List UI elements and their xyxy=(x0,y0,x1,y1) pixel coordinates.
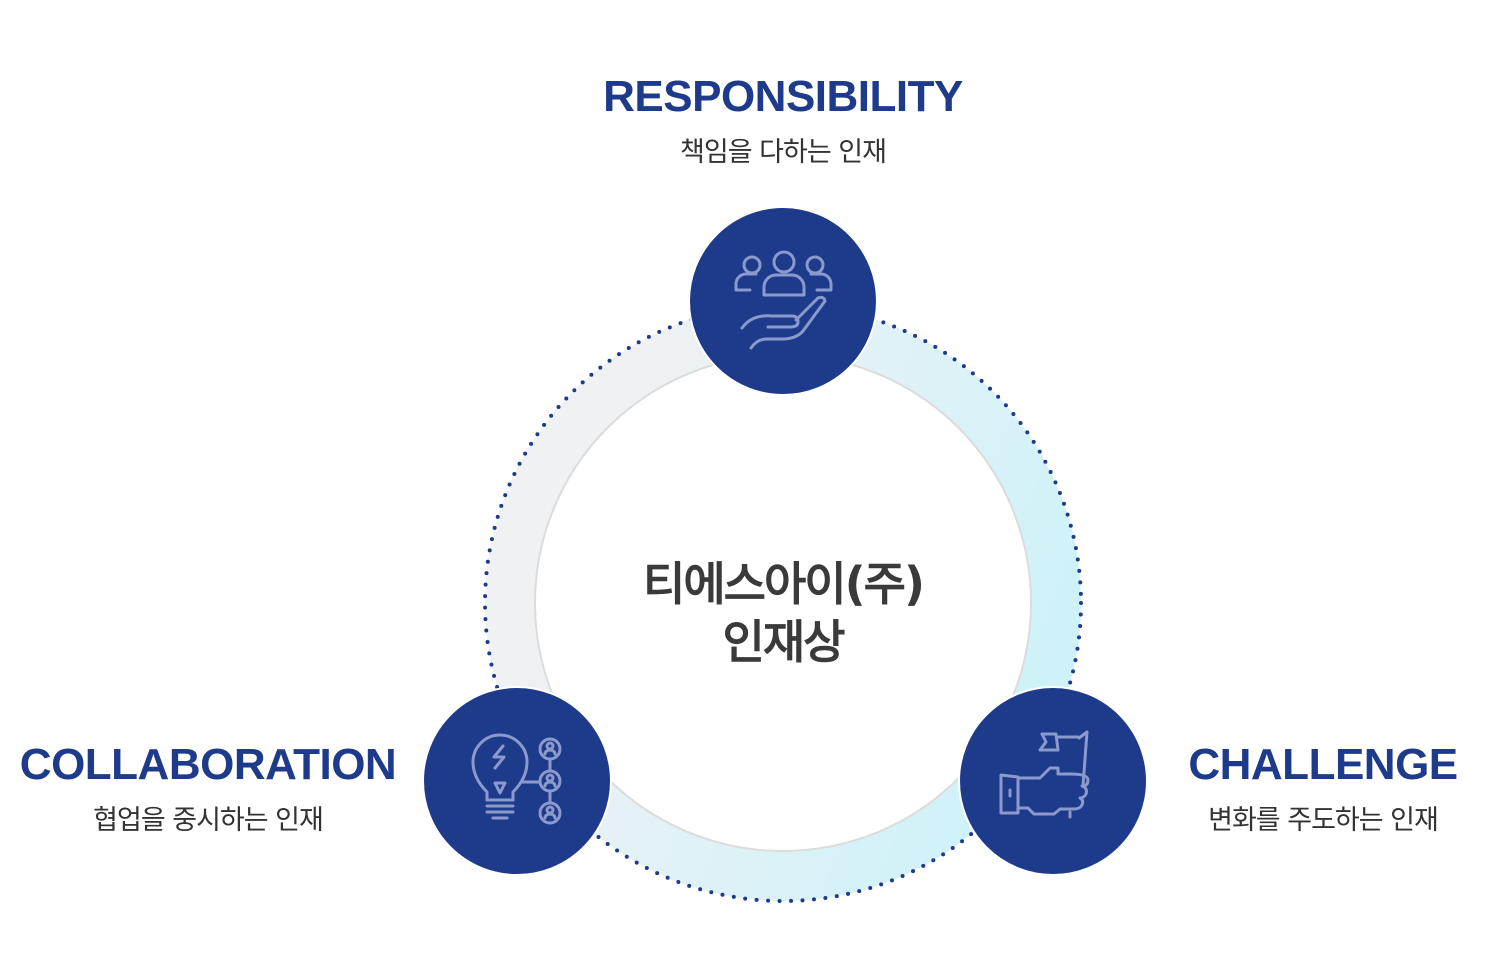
hand-holding-flag-icon xyxy=(999,730,1090,819)
hand-holding-people-icon xyxy=(734,250,833,350)
label-responsibility: RESPONSIBILITY 책임을 다하는 인재 xyxy=(603,72,963,169)
challenge-title: CHALLENGE xyxy=(1188,740,1458,789)
node-challenge xyxy=(958,686,1148,876)
node-responsibility xyxy=(688,206,878,396)
challenge-subtitle: 변화를 주도하는 인재 xyxy=(1208,805,1439,836)
center-title-line2: 인재상 xyxy=(722,615,846,669)
lightbulb-network-icon xyxy=(471,733,562,825)
center-title: 티에스아이(주) 인재상 xyxy=(643,555,925,671)
label-collaboration: COLLABORATION 협업을 중시하는 인재 xyxy=(19,740,397,837)
collaboration-subtitle: 협업을 중시하는 인재 xyxy=(93,805,324,836)
responsibility-title: RESPONSIBILITY xyxy=(603,72,963,121)
label-challenge: CHALLENGE 변화를 주도하는 인재 xyxy=(1188,740,1458,837)
center-title-line1: 티에스아이(주) xyxy=(643,557,925,611)
node-collaboration xyxy=(422,686,612,876)
collaboration-title: COLLABORATION xyxy=(19,740,397,789)
responsibility-subtitle: 책임을 다하는 인재 xyxy=(680,137,887,168)
